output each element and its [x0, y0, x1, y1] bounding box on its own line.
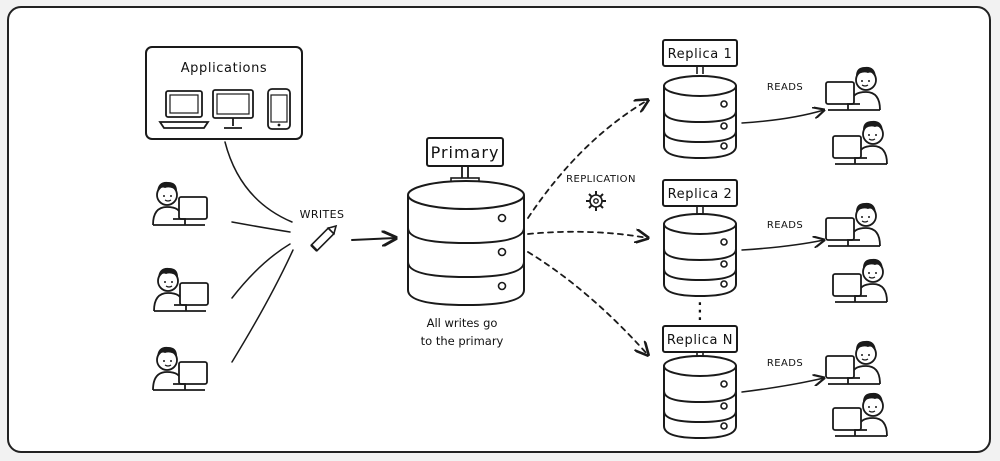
replica-2-database: [663, 213, 737, 297]
phone-icon: [267, 88, 291, 130]
gear-icon: [586, 191, 606, 211]
monitor-icon: [212, 89, 254, 129]
replica-1-database: [663, 75, 737, 159]
replica-n-database: [663, 355, 737, 439]
writes-label: WRITES: [300, 208, 345, 221]
writer-user-1: [152, 181, 208, 226]
reads-arrow-3: [741, 378, 824, 393]
applications-box: Applications: [145, 46, 303, 140]
replica-2-label: Replica 2: [668, 187, 733, 202]
laptop-icon: [158, 90, 210, 129]
reader-user-1a: [825, 66, 881, 111]
reads-arrow-2: [741, 240, 824, 251]
replica-ellipsis: ⋮: [689, 299, 711, 324]
replica-1-label: Replica 1: [668, 47, 733, 62]
reader-user-3a: [825, 340, 881, 385]
writer-user-3: [152, 346, 208, 391]
pencil-icon: [310, 224, 338, 252]
replica-2: Replica 2: [662, 179, 738, 297]
replica-n: Replica N: [662, 325, 738, 439]
reader-user-3b: [832, 392, 888, 437]
primary-caption-line1: All writes go: [427, 316, 498, 330]
writer-user-2: [153, 267, 209, 312]
primary-database: [407, 180, 525, 307]
reads-arrow-1: [741, 110, 824, 124]
applications-label: Applications: [181, 61, 268, 76]
write-connectors: [224, 141, 294, 363]
replica-n-label: Replica N: [667, 333, 733, 348]
primary-label: Primary: [431, 143, 500, 162]
reads-label-3: READS: [767, 358, 803, 369]
reads-label-1: READS: [767, 82, 803, 93]
writes-arrow: [351, 238, 396, 240]
replication-arrows: [527, 100, 648, 355]
primary-caption-line2: to the primary: [421, 334, 504, 348]
replication-label: REPLICATION: [566, 174, 636, 185]
primary-label-box: Primary: [426, 137, 504, 167]
reader-user-1b: [832, 120, 888, 165]
reader-user-2b: [832, 258, 888, 303]
replica-1: Replica 1: [662, 39, 738, 159]
reader-user-2a: [825, 202, 881, 247]
reads-label-2: READS: [767, 220, 803, 231]
